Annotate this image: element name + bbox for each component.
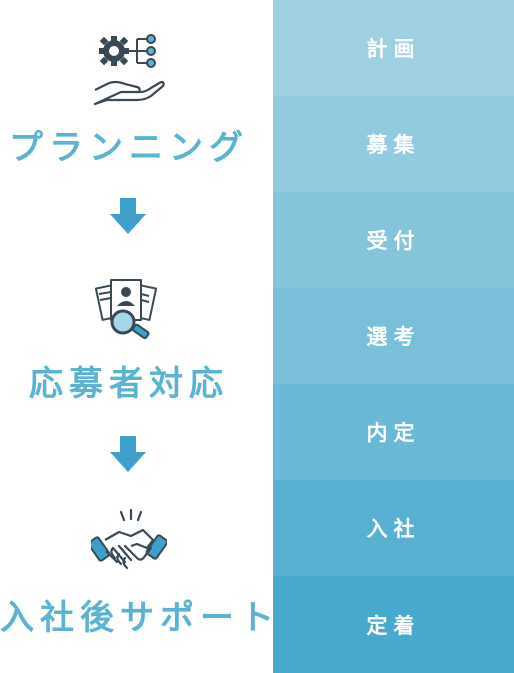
documents-magnifier-icon	[91, 272, 167, 348]
stage-joining: 入社	[273, 480, 514, 576]
step-label-applicant-handling: 応募者対応	[29, 364, 229, 404]
step-label-planning: プランニング	[9, 128, 249, 168]
stage-offer: 内定	[273, 384, 514, 480]
stage-plan: 計画	[273, 0, 514, 96]
gear-network-hand-icon	[91, 32, 167, 108]
step-label-post-hire-support: 入社後サポート	[0, 598, 280, 638]
down-arrow-icon	[108, 434, 148, 474]
stage-selection: 選考	[273, 288, 514, 384]
stage-reception: 受付	[273, 192, 514, 288]
process-steps-column: プランニング 応募者対応	[0, 32, 280, 638]
recruitment-stages-column: 計画 募集 受付 選考 内定 入社 定着	[273, 0, 514, 673]
stage-recruit: 募集	[273, 96, 514, 192]
handshake-icon	[87, 508, 169, 584]
stage-retention: 定着	[273, 576, 514, 673]
down-arrow-icon	[108, 196, 148, 236]
